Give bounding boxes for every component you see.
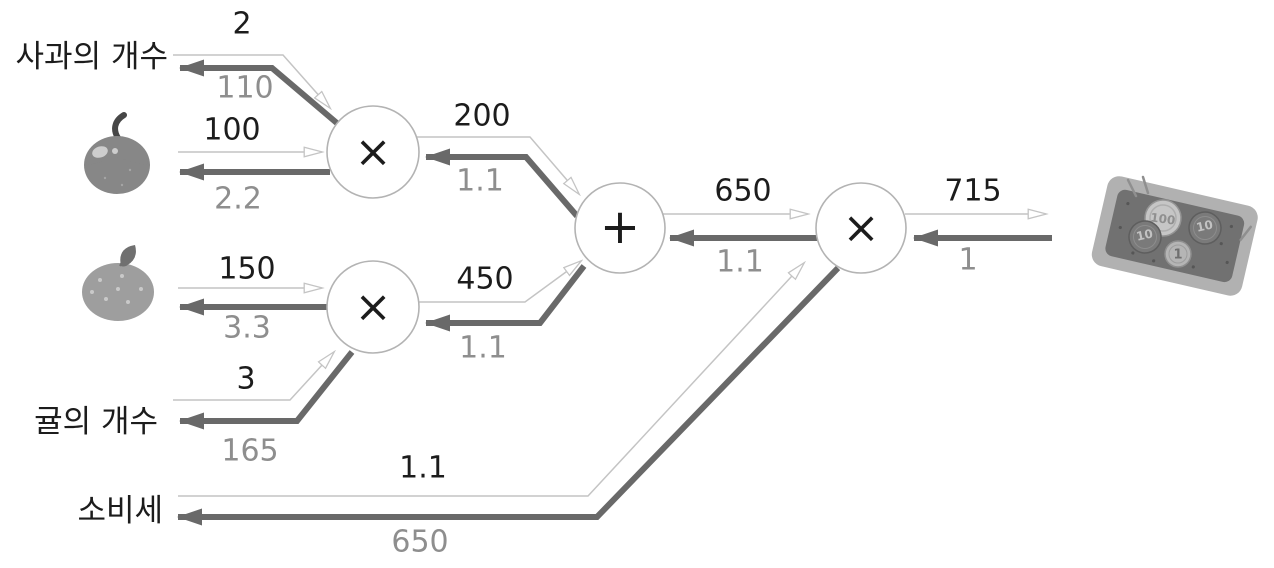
coin-10-left: 10	[1128, 220, 1162, 254]
add-operator: +	[600, 199, 640, 255]
node-add-subtotals: +	[574, 182, 666, 274]
tangerine-subtotal-forward-line	[415, 261, 581, 303]
multiply-operator: ×	[843, 203, 880, 254]
money-tray-icon: 100 10 10 1	[1091, 175, 1258, 296]
backward-value-label: 2.2	[214, 182, 262, 217]
node-multiply-apple: ×	[326, 105, 420, 199]
coin-10-right: 10	[1188, 211, 1222, 245]
node-multiply-tangerine: ×	[326, 260, 420, 354]
apple-count-forward-line	[173, 54, 330, 108]
backward-value-label: 650	[391, 525, 448, 560]
backward-value-label: 110	[216, 71, 273, 106]
backward-value-label: 165	[221, 434, 278, 469]
coin-100-label: 100	[1149, 210, 1176, 227]
backward-value-label: 1	[958, 243, 977, 278]
edge-final-price: 715 1	[905, 174, 1052, 278]
forward-value-label: 1.1	[399, 451, 447, 486]
forward-value-label: 100	[203, 113, 260, 148]
multiply-operator: ×	[355, 282, 392, 333]
apple-icon	[84, 112, 150, 194]
coin-10-label: 10	[1195, 217, 1214, 234]
tax-forward-line	[178, 263, 804, 497]
forward-value-label: 200	[453, 99, 510, 134]
tangerine-count-forward-line	[173, 352, 334, 401]
tangerine-icon	[82, 245, 154, 321]
apple-subtotal-forward-line	[415, 136, 579, 194]
forward-value-label: 3	[236, 362, 255, 397]
coin-1: 1	[1164, 240, 1192, 268]
apple-count-backward-line	[179, 59, 340, 127]
tangerine-count-backward-line	[179, 350, 355, 430]
edge-total-before-tax: 650 1.1	[661, 174, 817, 280]
forward-value-label: 650	[714, 174, 771, 209]
node-multiply-tax: ×	[815, 182, 907, 274]
node-circle	[326, 260, 420, 354]
node-circle	[574, 182, 666, 274]
edge-apple-count: 2 110	[173, 7, 340, 127]
node-circle	[326, 105, 420, 199]
edge-consumption-tax: 1.1 650	[177, 263, 841, 560]
edge-apple-price: 100 2.2	[178, 113, 330, 217]
backward-value-label: 1.1	[716, 245, 764, 280]
edge-tangerine-price: 150 3.3	[178, 252, 330, 346]
tangerine-subtotal-backward-line	[425, 264, 587, 332]
edge-apple-subtotal: 200 1.1	[415, 99, 580, 218]
forward-value-label: 715	[944, 174, 1001, 209]
backward-value-label: 1.1	[456, 164, 504, 199]
node-circle	[815, 182, 907, 274]
tangerine-count-label: 귤의 개수	[34, 404, 158, 440]
forward-value-label: 450	[456, 262, 513, 297]
apple-subtotal-backward-line	[425, 148, 580, 218]
backward-value-label: 1.1	[459, 331, 507, 366]
edge-tangerine-count: 3 165	[173, 350, 355, 469]
forward-value-label: 2	[232, 7, 251, 42]
consumption-tax-label: 소비세	[77, 493, 163, 529]
apple-count-label: 사과의 개수	[16, 39, 168, 75]
edge-tangerine-subtotal: 450 1.1	[415, 261, 587, 366]
coin-1-label: 1	[1173, 248, 1182, 263]
multiply-operator: ×	[355, 127, 392, 178]
forward-value-label: 150	[218, 252, 275, 287]
backward-value-label: 3.3	[223, 311, 271, 346]
coin-10-label: 10	[1135, 226, 1154, 243]
tax-backward-line	[177, 265, 841, 526]
